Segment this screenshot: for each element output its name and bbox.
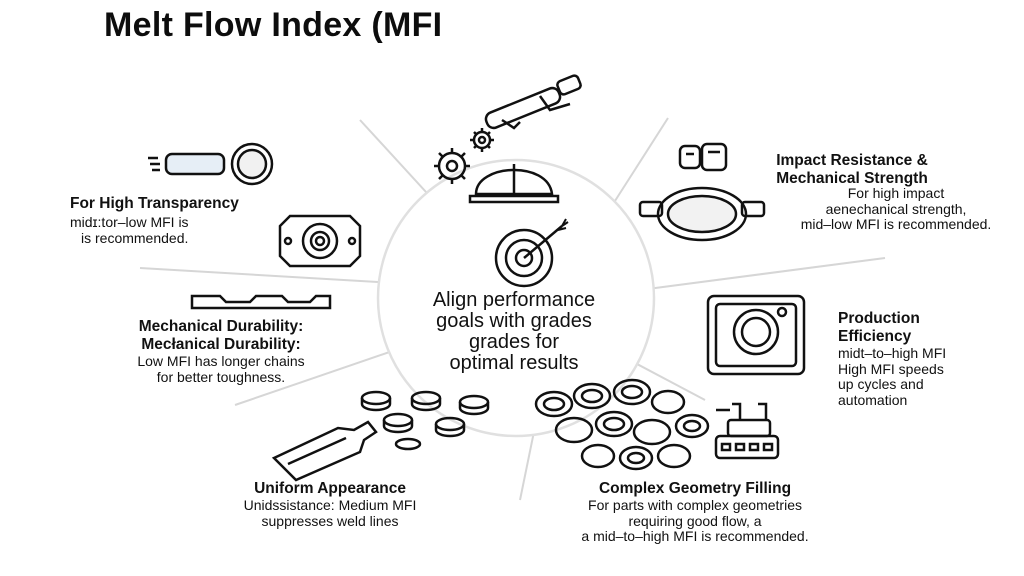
clamp-parts-icon [678,142,728,172]
segment-body-line: For high impact [847,185,945,201]
hub-line: goals with grades [436,310,592,332]
segment-heading: Uniform Appearance [254,480,406,497]
pellets-icon [534,378,710,471]
gasket-ring-icon [278,214,362,268]
segment-body-line: mid–low MFI is recommended. [800,216,992,232]
segment-body-line: midt–to–high MFI [838,345,947,361]
segment-transparency: For High Transparency midɪ:tor–low MFI i… [70,195,239,246]
segment-production: Production Efficiency midt–to–high MFI H… [838,310,946,408]
segment-impact: Impact Resistance & Mechanical Strength [732,152,972,188]
screwdriver-tool-icon [484,74,582,130]
hub-circle [376,158,656,438]
machined-bar-icon [190,294,332,310]
segment-body-line: Unidssistance: Medium MFI [243,497,417,513]
segment-body-line: suppresses weld lines [261,512,399,529]
segment-body-line: For parts with complex geometries [588,497,802,513]
hub-line: grades for [468,331,560,353]
target-icon [494,218,569,288]
hub-text: Align performance goals with grades grad… [392,290,636,374]
segment-body-line: midɪ:tor–low MFI is [70,214,189,230]
segment-body-line: aenechanical strength, [825,200,967,217]
hard-hat-icon [468,164,560,204]
hub-line: Align performance [432,289,596,311]
segment-heading: Production [838,310,920,327]
segment-heading: Mechanical Strength [776,170,928,187]
segment-heading: Complex Geometry Filling [598,480,792,497]
segment-body-line: up cycles and [838,376,924,392]
bottle-caps-icon [360,390,490,451]
page-title: Melt Flow Index (MFI [104,6,443,44]
segment-body-line: a mid–to–high MFI is recommended. [581,528,809,544]
segment-body-line: requiring good flow, a [628,512,762,529]
segment-heading: Efficiency [838,328,912,345]
segment-appearance: Uniform Appearance Unidssistance: Medium… [210,480,450,529]
segment-body-line: High MFI speeds [838,360,944,377]
segment-heading: Mecłanical Durability: [141,336,301,353]
segment-body-line: is recommended. [81,229,189,246]
segment-body-line: for better toughness. [156,368,286,385]
segment-body-line: automation [838,391,908,408]
gears-icon [434,128,494,184]
segment-heading: Impact Resistance & [776,152,928,169]
segment-body-line: Low MFI has longer chains [137,353,305,369]
segment-heading: Mechanical Durability: [138,318,304,335]
connector-icon [714,402,780,460]
segment-geometry: Complex Geometry Filling For parts with … [520,480,870,545]
flashlight-icon [148,142,274,186]
segment-heading: For High Transparency [70,195,239,212]
divider-ray [639,257,886,291]
segment-durability: Mechanical Durability: Mecłanical Durabi… [96,318,346,385]
segment-impact-body: For high impact aenechanical strength, m… [768,185,1024,233]
hub-line: optimal results [449,352,579,374]
pipe-clamp-icon [638,186,766,242]
washing-machine-icon [706,294,806,376]
bottle-icon [271,420,378,482]
divider-ray [139,267,396,284]
divider-ray [234,344,411,406]
